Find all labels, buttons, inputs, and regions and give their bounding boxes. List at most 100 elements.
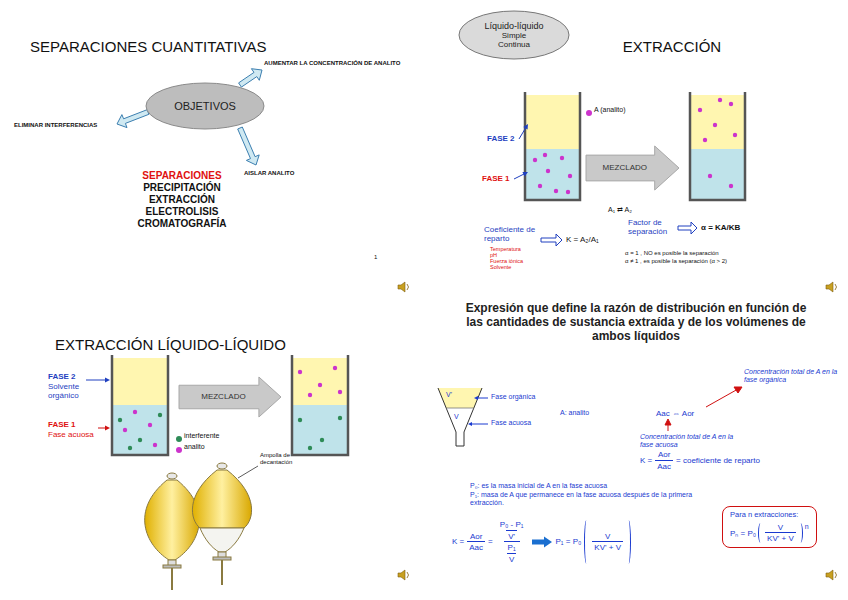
label-text: SEPARACIONES CUANTITATIVAS <box>30 38 266 55</box>
drawing-part <box>318 383 322 387</box>
formula-text: K = <box>640 456 652 466</box>
label-text: FASE 2 <box>48 372 76 381</box>
formula-text: V <box>778 523 783 532</box>
arrow-head <box>105 426 110 431</box>
legend-dot <box>586 110 592 116</box>
drawing-part <box>148 423 152 427</box>
label-text: A₁ ⇄ A₂ <box>608 206 632 214</box>
beaker-before <box>525 92 580 200</box>
fraction: AorAac <box>467 532 485 553</box>
formula: K =AorAac= coeficiente de reparto <box>640 450 760 471</box>
speaker-icon <box>398 570 409 580</box>
beaker-after <box>690 92 745 200</box>
speaker-body <box>826 570 833 580</box>
legend-dot <box>176 447 182 453</box>
formula-text: Aor <box>470 532 482 542</box>
ellipse-node: OBJETIVOS <box>145 82 265 130</box>
drawing-part <box>320 438 324 442</box>
drawing-part <box>113 405 167 454</box>
speaker-wave <box>407 284 409 290</box>
drawing-part <box>526 149 579 199</box>
drawing-part <box>221 560 223 585</box>
drawing-part <box>525 92 580 200</box>
speaker-body <box>398 570 405 580</box>
drawing-part <box>293 405 347 454</box>
drawing-part <box>708 174 712 178</box>
formula-text: V' <box>508 532 515 542</box>
pointer-arrow <box>477 398 488 399</box>
drawing-part <box>691 149 744 199</box>
label-text: α = KA/KB <box>701 223 740 232</box>
formula-text: Aac <box>657 462 671 472</box>
beaker-after <box>292 355 348 455</box>
label-text: ELIMINAR INTERFERENCIAS <box>14 122 97 129</box>
drawing-part <box>729 102 733 106</box>
label-text: Fase acuosa <box>48 430 94 439</box>
fraction: P₀ - P₁V' P₁ V <box>496 520 528 564</box>
formula: K =AorAac=P₀ - P₁V'P₁VP₁ = P₀VKV' + V <box>452 520 631 564</box>
drawing-part <box>123 410 157 447</box>
formula-text: V <box>509 555 514 565</box>
fraction: P₀ - P₁V' <box>498 520 526 541</box>
block-arrow <box>541 234 562 246</box>
drawing-part <box>533 153 572 194</box>
arrow-head <box>468 422 472 426</box>
mixing-arrow: MEZCLADO <box>585 145 680 191</box>
formula-text: Pₙ = P₀ <box>730 527 756 538</box>
drawing-part <box>308 393 312 397</box>
drawing-part <box>690 92 745 200</box>
drawing-part <box>568 174 572 178</box>
implies-arrow-shape <box>532 537 552 548</box>
drawing-part <box>292 355 348 455</box>
numerator: V <box>776 523 785 532</box>
arrow-head <box>522 172 528 176</box>
drawing-part <box>446 408 474 432</box>
ellipse-outline <box>459 11 569 59</box>
label-text: Concentración total de A en la fase acuo… <box>640 433 740 449</box>
denominator: KV' + V <box>592 541 623 553</box>
label-text: Ampolla de decantación <box>260 452 312 466</box>
label-text: Solvente <box>490 264 511 270</box>
drawing-part <box>698 108 702 112</box>
arrow-text: MEZCLADO <box>201 392 245 401</box>
parenthesis <box>584 520 589 564</box>
formula-text: n <box>805 523 809 530</box>
label-text: 1 <box>374 254 377 261</box>
label-text: ELECTROLISIS <box>146 206 219 218</box>
speaker-body <box>826 282 833 292</box>
pointer-arrow <box>471 424 488 425</box>
leader-line <box>238 466 258 478</box>
drawing-part <box>691 95 744 149</box>
label-text: Solvente orgánico <box>48 382 88 400</box>
formula-text: = <box>488 537 493 547</box>
box-heading: Para n extracciones: <box>730 511 809 520</box>
speaker-icon <box>826 282 837 292</box>
drawing-part <box>538 184 542 188</box>
drawing-part <box>703 138 707 142</box>
formula-text: P₁ <box>508 543 516 553</box>
label-text: Concentración total de A en la fase orgá… <box>744 368 840 384</box>
drawing-part <box>118 413 162 450</box>
drawing-part <box>213 557 231 560</box>
speaker-icon <box>398 282 409 292</box>
label-text: α = 1 , NO es posible la separación <box>625 250 719 257</box>
formula-text: P₁ = P₀ <box>556 537 582 547</box>
separatory-funnel <box>145 473 200 590</box>
label-text: Aac ⇔ Aor <box>656 409 694 418</box>
ellipse-content: Líquido-líquidoSimpleContinua <box>484 21 543 50</box>
speaker-wave <box>835 284 837 290</box>
drawing-part <box>298 366 342 397</box>
drawing-part <box>566 190 570 194</box>
denominator: Aac <box>655 460 673 472</box>
formula-box: Para n extracciones:Pₙ = P₀VKV' + Vn <box>722 506 817 548</box>
drawing-part <box>554 189 558 193</box>
label-text: SEPARACIONES <box>142 170 221 182</box>
block-arrow-outline <box>179 377 281 417</box>
numerator: P₁ <box>506 543 518 553</box>
drawing-part <box>734 387 742 393</box>
drawing-part <box>718 98 722 102</box>
drawing-part <box>200 528 244 552</box>
arrow-text: MEZCLADO <box>603 163 647 172</box>
